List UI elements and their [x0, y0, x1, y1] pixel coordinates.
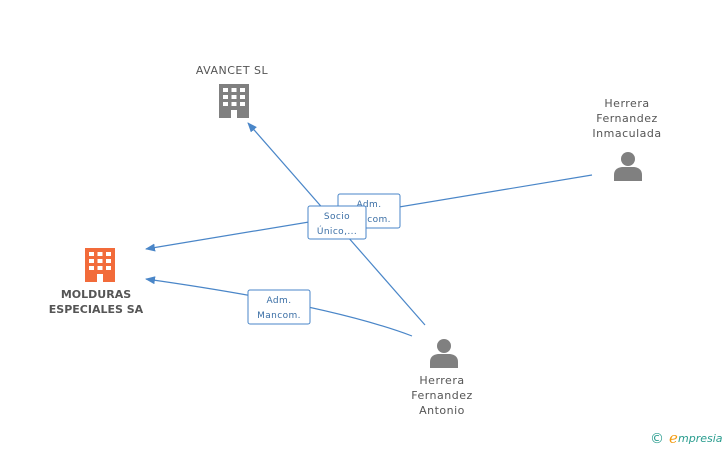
edge-label-line2: Mancom.: [257, 311, 301, 321]
building-icon: [219, 84, 249, 118]
edge-label-line1: Adm.: [267, 296, 292, 306]
person-icon: [614, 152, 642, 181]
empresia-watermark: © e mpresia: [650, 429, 723, 447]
node-label-line2: ESPECIALES SA: [49, 303, 144, 316]
node-label-line1: Herrera: [604, 97, 649, 110]
node-label-line3: Antonio: [419, 404, 465, 417]
node-herrera-fernandez-antonio[interactable]: Herrera Fernandez Antonio: [411, 339, 473, 417]
node-label-line1: MOLDURAS: [61, 288, 131, 301]
building-icon: [85, 248, 115, 282]
edge-label-socio-unico[interactable]: Socio Único,...: [307, 205, 367, 240]
node-label-line2: Fernandez: [411, 389, 473, 402]
person-icon: [430, 339, 458, 368]
brand-name: mpresia: [678, 432, 723, 445]
brand-initial: e: [669, 429, 678, 447]
node-label-line3: Inmaculada: [592, 127, 661, 140]
edge-label-line1: Adm.: [357, 200, 382, 210]
edge-label-line1: Socio: [324, 212, 350, 222]
edge-label-adm-mancom-bottom[interactable]: Adm. Mancom.: [247, 289, 311, 325]
node-label-line2: Fernandez: [596, 112, 658, 125]
node-molduras-especiales-sa[interactable]: MOLDURAS ESPECIALES SA: [49, 248, 144, 316]
node-label-line1: Herrera: [419, 374, 464, 387]
edge-label-line2: Mancom.: [347, 215, 391, 225]
node-herrera-fernandez-inmaculada[interactable]: Herrera Fernandez Inmaculada: [592, 97, 661, 181]
edge-label-line2: Único,...: [317, 225, 357, 237]
copyright-symbol: ©: [650, 431, 664, 447]
node-avancet-sl[interactable]: AVANCET SL: [196, 64, 269, 118]
node-label: AVANCET SL: [196, 64, 269, 77]
